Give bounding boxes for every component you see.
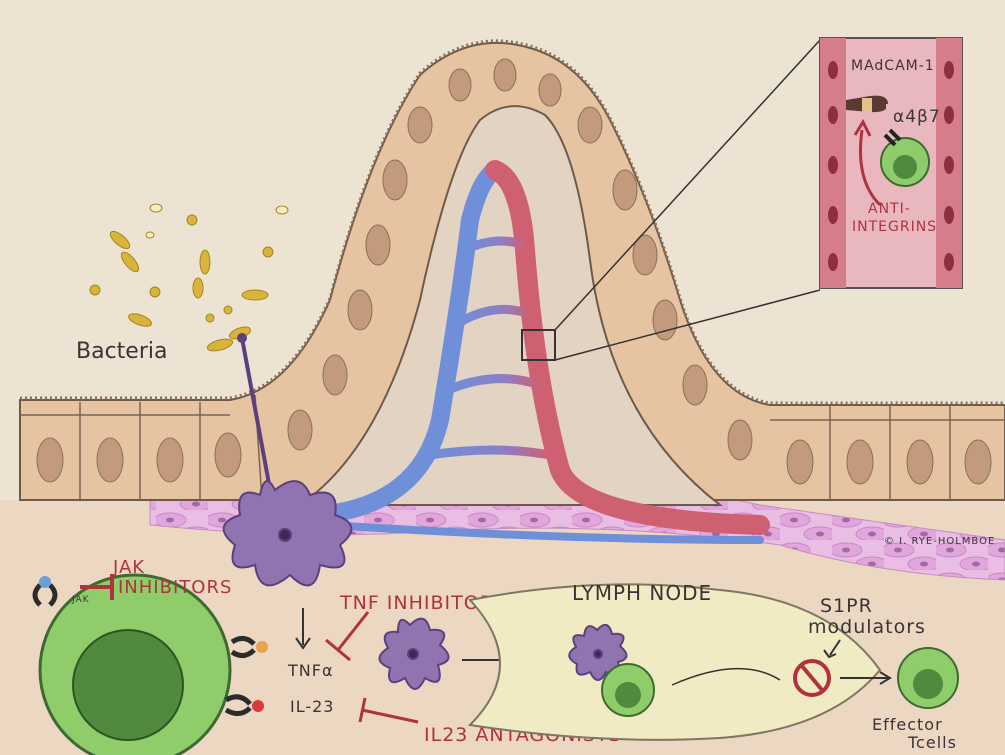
capillary-1 xyxy=(460,236,530,255)
jak-inhibitors-label-1: JAK xyxy=(112,557,145,578)
il23-label: IL-23 xyxy=(290,697,334,716)
anti-integrin-arrow xyxy=(858,129,882,207)
vein-vessel xyxy=(311,161,504,524)
blood-vessels xyxy=(311,160,770,544)
lymph-node xyxy=(467,583,882,741)
dendritic-cell-node xyxy=(568,623,628,681)
cytokine-receptor-icon-3 xyxy=(224,694,264,716)
jak-inhibitors-label-2: INHIBITORS xyxy=(118,577,232,598)
integrin-inset xyxy=(819,37,963,289)
capillary-3 xyxy=(443,374,545,395)
epithelial-cells-left xyxy=(20,394,263,501)
s1pr-label-2: modulators xyxy=(808,616,926,638)
effector-label-2: Tcells xyxy=(907,733,957,752)
s1pr-pointer-arrow xyxy=(823,639,841,659)
integrin-receptor-icon xyxy=(883,128,902,147)
cytokine-receptor-icon-1 xyxy=(32,576,58,607)
jak-small-label: JAK xyxy=(71,595,90,605)
madcam-label: MAdCAM-1 xyxy=(851,58,935,74)
a4b7-label: α4β7 xyxy=(893,107,941,127)
artery-vessel xyxy=(485,160,770,535)
bacteria-label: Bacteria xyxy=(76,339,167,364)
epithelial-cells-right xyxy=(770,405,1005,500)
lymph-node-label: LYMPH NODE xyxy=(572,581,712,605)
anti-integrins-label-2: INTEGRINS xyxy=(852,219,937,235)
s1pr-label-1: S1PR xyxy=(820,595,873,617)
cytokine-receptor-icon-2 xyxy=(230,636,268,658)
capillary-4 xyxy=(425,445,555,460)
epithelial-nuclei-right xyxy=(786,439,992,485)
epithelial-nuclei-left xyxy=(36,432,242,483)
s1pr-block-icon xyxy=(793,659,831,697)
tnfa-label: TNFα xyxy=(287,661,334,680)
villus-nuclei xyxy=(287,58,753,461)
dendritic-cell-main xyxy=(222,480,353,587)
dendritic-cell-migrating xyxy=(378,617,450,690)
tcell-large-nucleus xyxy=(72,629,184,741)
effector-label-1: Effector xyxy=(872,715,943,734)
zoom-line-bottom xyxy=(554,289,821,361)
cytokine-arrow xyxy=(295,608,311,650)
egress-path xyxy=(671,667,781,686)
jak-inhibition-bar xyxy=(80,574,114,600)
capillary-2 xyxy=(450,304,537,330)
zoom-region-box xyxy=(521,329,556,361)
exit-arrow xyxy=(840,671,892,685)
tnf-inhibitors-label: TNF INHIBITORS xyxy=(339,592,507,614)
anti-integrins-label-1: ANTI- xyxy=(868,201,911,217)
vein-lower xyxy=(326,521,764,544)
tnf-inhibition-bar xyxy=(325,611,370,662)
zoom-line-top xyxy=(554,39,821,331)
dendrite-probe xyxy=(240,337,274,501)
copyright-label: © I. RYE-HOLMBOE xyxy=(884,536,995,547)
il23-inhibition-bar xyxy=(358,697,419,724)
